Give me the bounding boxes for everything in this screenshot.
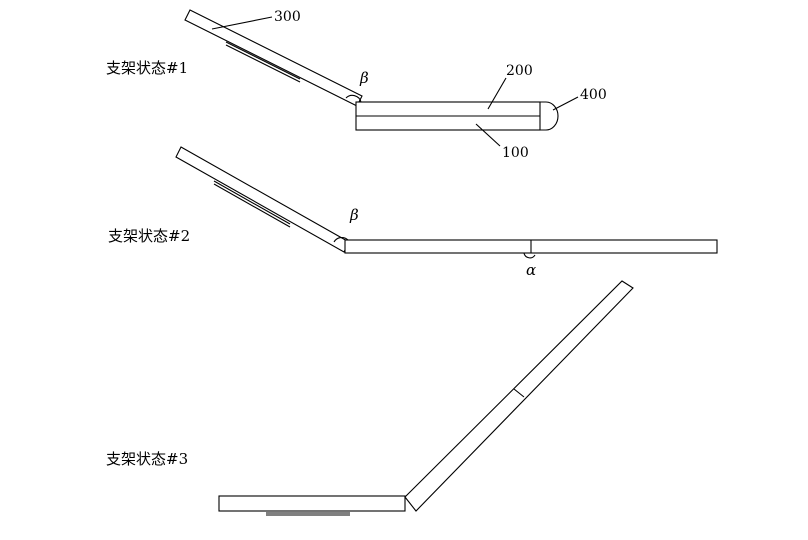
state-2-plate (175, 146, 350, 253)
state-2-plate-inner-line-2 (213, 183, 291, 228)
state-2-drawing (175, 146, 718, 259)
state-1-beta-arc (345, 94, 362, 103)
leader-400 (552, 96, 579, 111)
state-1-plate-300-inner-line-2 (225, 44, 301, 83)
part-label-400: 400 (580, 87, 607, 103)
state-1-label: 支架状态#1 (106, 59, 189, 77)
state-3-drawing (218, 280, 634, 516)
leader-300 (211, 16, 273, 30)
state-2-alpha-arc (523, 252, 536, 259)
state-2-angle-alpha: α (526, 261, 537, 279)
part-label-100: 100 (502, 145, 529, 161)
state-3-label: 支架状态#3 (106, 450, 189, 468)
state-3-base (218, 495, 406, 512)
leader-100 (475, 123, 501, 147)
state-1-plate-300-inner-line (225, 41, 301, 80)
part-label-300: 300 (274, 9, 301, 25)
state-3-upright-panel (404, 280, 634, 512)
state-2-plate-inner-line (213, 180, 291, 225)
state-1-drawing (184, 9, 579, 147)
state-3-panel-joint (513, 388, 525, 398)
state-2-angle-beta: β (350, 206, 359, 224)
state-2-label: 支架状态#2 (108, 227, 191, 245)
state-1-angle-beta: β (360, 69, 369, 87)
state-1-end-cap-400 (540, 101, 559, 131)
state-2-beta-arc (333, 236, 349, 243)
leader-200 (487, 77, 507, 110)
part-label-200: 200 (506, 63, 533, 79)
